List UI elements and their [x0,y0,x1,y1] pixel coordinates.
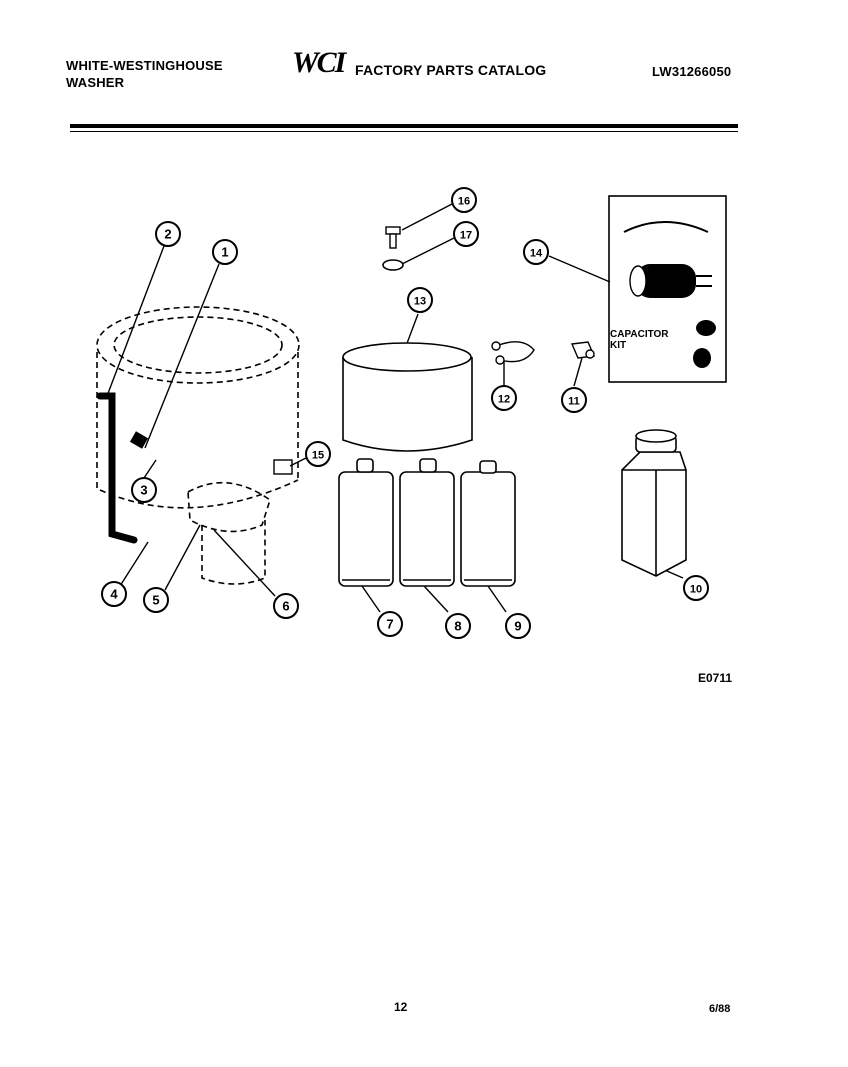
svg-text:8: 8 [454,619,461,634]
brand-name-line1: WHITE-WESTINGHOUSE [66,58,223,73]
inner-basket-part [342,342,473,452]
svg-text:6: 6 [282,599,289,614]
drain-hose [96,392,138,544]
svg-text:10: 10 [690,584,702,596]
svg-text:17: 17 [460,230,472,242]
washer-tub-assembly [96,306,300,585]
callout-4: 4 [101,581,127,607]
callout-6: 6 [273,593,299,619]
callout-3: 3 [131,477,157,503]
svg-text:2: 2 [164,227,171,242]
callout-16: 16 [451,187,477,213]
brand-name-line2: WASHER [66,75,125,90]
callout-14: 14 [523,239,549,265]
connector-part [570,341,596,359]
callout-12: 12 [491,385,517,411]
capacitor-kit-label-line1: CAPACITOR [610,329,669,340]
header-rule-thin [70,131,738,132]
hose-clamp-part [491,341,535,365]
callout-2: 2 [155,221,181,247]
svg-text:7: 7 [386,617,393,632]
callout-15: 15 [305,441,331,467]
svg-text:4: 4 [110,587,118,602]
washer-part [382,259,404,271]
clip-part [129,431,149,449]
svg-text:9: 9 [514,619,521,634]
callout-8: 8 [445,613,471,639]
callout-11: 11 [561,387,587,413]
page-number: 12 [394,1000,408,1014]
wire-nut-part [696,320,716,336]
svg-text:11: 11 [568,396,580,408]
bolt-part [385,226,401,249]
capacitor-kit-box [608,195,727,383]
kit-wire-part [623,221,709,233]
callout-5: 5 [143,587,169,613]
label-plate-part [273,459,293,475]
callout-7: 7 [377,611,403,637]
cap-part [693,348,711,368]
svg-text:1: 1 [221,245,228,260]
svg-text:15: 15 [312,450,324,462]
leader-lines [106,203,684,613]
revision-date: 6/88 [709,1003,731,1015]
diagram-reference-code: E0711 [698,671,733,685]
model-number: LW31266050 [652,64,732,79]
capacitor-part [629,264,712,298]
catalog-title: FACTORY PARTS CATALOG [355,62,547,78]
callout-13: 13 [407,287,433,313]
svg-text:5: 5 [152,593,159,608]
jug-part [621,429,687,577]
svg-text:13: 13 [414,296,426,308]
svg-text:16: 16 [458,196,470,208]
callout-17: 17 [453,221,479,247]
svg-text:12: 12 [498,394,510,406]
callout-9: 9 [505,613,531,639]
callout-1: 1 [212,239,238,265]
capacitor-kit-label-line2: KIT [610,340,627,351]
header-rule-thick [70,124,738,128]
svg-text:3: 3 [140,483,147,498]
wci-logo: WCI [292,46,346,79]
callout-10: 10 [683,575,709,601]
cleaner-bottles [338,458,516,587]
svg-text:14: 14 [530,248,543,260]
